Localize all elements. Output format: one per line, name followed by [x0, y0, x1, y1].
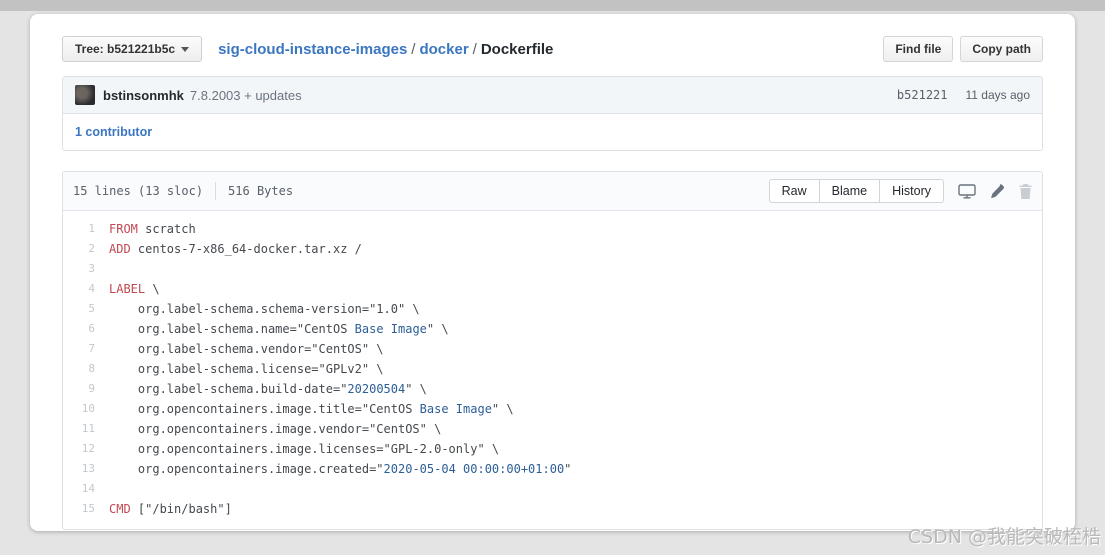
code-line: 13 org.opencontainers.image.created="202… [63, 459, 1042, 479]
find-file-button[interactable]: Find file [883, 36, 954, 62]
line-number[interactable]: 2 [88, 242, 95, 255]
file-navigation-bar: Tree: b521221b5c sig-cloud-instance-imag… [30, 14, 1075, 76]
line-number[interactable]: 3 [88, 262, 95, 275]
line-number[interactable]: 15 [81, 502, 95, 515]
pencil-icon [990, 183, 1005, 199]
line-number[interactable]: 6 [88, 322, 95, 335]
watermark: CSDN @我能突破桎梏 [907, 526, 1101, 548]
code-line: 7 org.label-schema.vendor="CentOS" \ [63, 339, 1042, 359]
latest-commit-box: bstinsonmhk 7.8.2003 + updates b521221 1… [62, 76, 1043, 151]
code-line: 14 [63, 479, 1042, 499]
code-line-content: FROM scratch [109, 222, 196, 236]
contributors-link[interactable]: 1 contributor [75, 125, 153, 139]
breadcrumb-item-sig-cloud-instance-images[interactable]: sig-cloud-instance-images [218, 40, 408, 58]
contributors-row: 1 contributor [63, 113, 1042, 150]
code-line: 10 org.opencontainers.image.title="CentO… [63, 399, 1042, 419]
file-lines-info: 15 lines (13 sloc) [73, 184, 204, 198]
line-number[interactable]: 4 [88, 282, 95, 295]
code-line-content: org.label-schema.name="CentOS Base Image… [109, 322, 449, 336]
code-line: 5 org.label-schema.schema-version="1.0" … [63, 299, 1042, 319]
file-info-divider [215, 182, 217, 200]
breadcrumb-item-dockerfile: Dockerfile [480, 40, 554, 58]
code-line: 9 org.label-schema.build-date="20200504"… [63, 379, 1042, 399]
page-top-strip [0, 0, 1105, 11]
code-line-content: org.opencontainers.image.licenses="GPL-2… [109, 442, 500, 456]
commit-timestamp: 11 days ago [965, 88, 1031, 102]
open-in-desktop-button[interactable] [958, 183, 976, 199]
commit-row: bstinsonmhk 7.8.2003 + updates b521221 1… [63, 77, 1042, 113]
copy-path-button[interactable]: Copy path [960, 36, 1043, 62]
line-number[interactable]: 12 [81, 442, 95, 455]
file-info: 15 lines (13 sloc) 516 Bytes [73, 182, 293, 200]
line-number[interactable]: 8 [88, 362, 95, 375]
code-line-content: org.label-schema.build-date="20200504" \ [109, 382, 427, 396]
repo-file-card: Tree: b521221b5c sig-cloud-instance-imag… [30, 14, 1075, 531]
code-line-content: org.opencontainers.image.created="2020-0… [109, 462, 572, 476]
code-line-content: org.opencontainers.image.vendor="CentOS"… [109, 422, 442, 436]
line-number[interactable]: 10 [81, 402, 95, 415]
code-line: 4 LABEL \ [63, 279, 1042, 299]
display-icon [958, 183, 976, 199]
trash-icon [1019, 183, 1032, 199]
code-line: 15 CMD ["/bin/bash"] [63, 499, 1042, 519]
code-line: 12 org.opencontainers.image.licenses="GP… [63, 439, 1042, 459]
line-number[interactable]: 1 [88, 222, 95, 235]
raw-button[interactable]: Raw [768, 179, 820, 203]
edit-file-button[interactable] [990, 183, 1005, 199]
code-line-content: org.label-schema.vendor="CentOS" \ [109, 342, 384, 356]
line-number[interactable]: 11 [81, 422, 95, 435]
code-line: 11 org.opencontainers.image.vendor="Cent… [63, 419, 1042, 439]
code-line: 2 ADD centos-7-x86_64-docker.tar.xz / [63, 239, 1042, 259]
line-number[interactable]: 14 [81, 482, 95, 495]
commit-message-link[interactable]: 7.8.2003 + updates [189, 87, 302, 103]
code-line-content: org.label-schema.schema-version="1.0" \ [109, 302, 420, 316]
line-number[interactable]: 7 [88, 342, 95, 355]
history-button[interactable]: History [879, 179, 944, 203]
file-size: 516 Bytes [228, 184, 294, 198]
code-line-content: ADD centos-7-x86_64-docker.tar.xz / [109, 242, 362, 256]
breadcrumb-separator: / [411, 40, 416, 58]
tree-select-button[interactable]: Tree: b521221b5c [62, 36, 203, 62]
code-line: 1 FROM scratch [63, 219, 1042, 239]
tree-select-label: Tree: b521221b5c [75, 42, 176, 56]
breadcrumb-separator: / [472, 40, 477, 58]
commit-author-link[interactable]: bstinsonmhk [103, 87, 184, 103]
breadcrumb-item-docker[interactable]: docker [419, 40, 469, 58]
line-number[interactable]: 5 [88, 302, 95, 315]
code-line-content: LABEL \ [109, 282, 160, 296]
blame-button[interactable]: Blame [818, 179, 881, 203]
code-view: 1 FROM scratch 2 ADD centos-7-x86_64-docker… [63, 211, 1042, 529]
breadcrumb: sig-cloud-instance-images/docker/Dockerf… [218, 41, 553, 58]
code-line-content: org.opencontainers.image.title="CentOS B… [109, 402, 514, 416]
commit-sha-link[interactable]: b521221 [896, 88, 948, 102]
delete-file-button[interactable] [1019, 183, 1032, 199]
code-line-content: CMD ["/bin/bash"] [109, 502, 232, 516]
avatar[interactable] [75, 85, 95, 105]
code-line: 8 org.label-schema.license="GPLv2" \ [63, 359, 1042, 379]
line-number[interactable]: 13 [81, 462, 95, 475]
code-line: 3 [63, 259, 1042, 279]
code-line-content: org.label-schema.license="GPLv2" \ [109, 362, 384, 376]
code-line: 6 org.label-schema.name="CentOS Base Ima… [63, 319, 1042, 339]
line-number[interactable]: 9 [88, 382, 95, 395]
chevron-down-icon [181, 46, 190, 52]
